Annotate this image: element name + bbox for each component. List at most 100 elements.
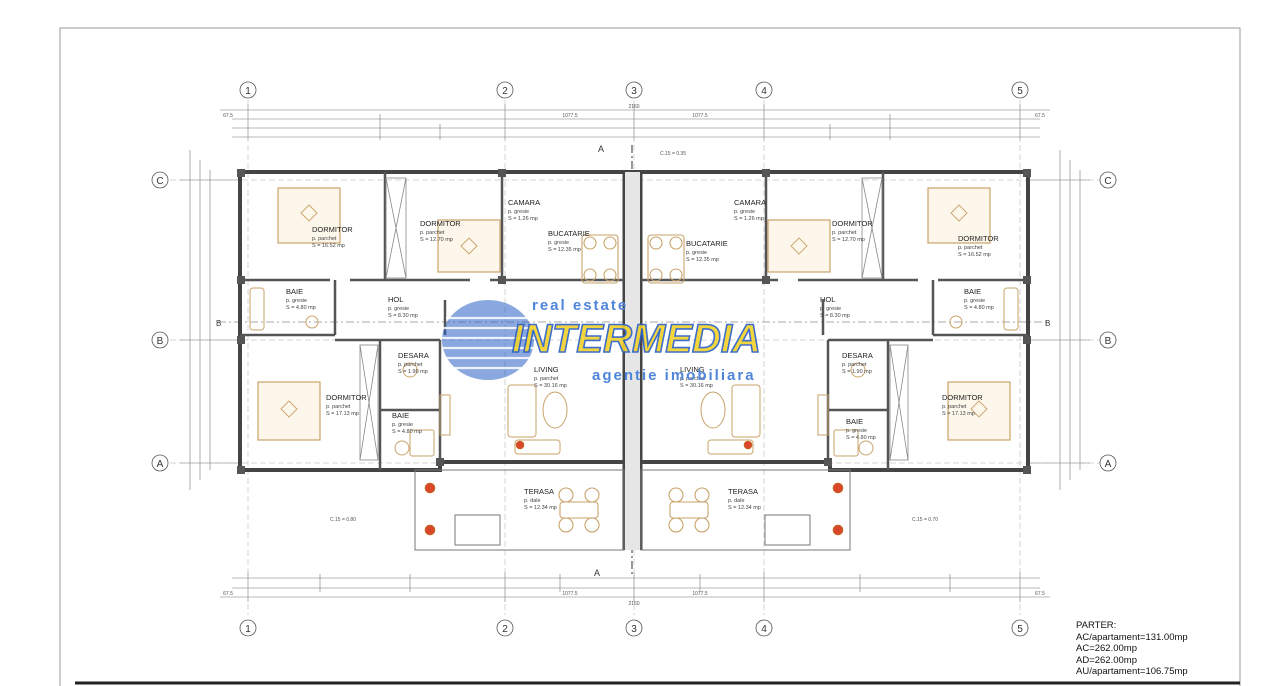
room-bucatarie-l: BUCATARIE	[548, 229, 590, 238]
party-wall-hatch	[625, 172, 640, 550]
room-dressing-r: DESARA	[842, 351, 873, 360]
room-dressing-r-sub: p. parchet	[842, 362, 867, 368]
room-baie-r-area: S = 4.80 mp	[964, 305, 994, 311]
grid-label-2-bottom: 2	[502, 624, 508, 635]
room-dormitor-tl2-sub: p. parchet	[420, 230, 445, 236]
room-dressing-l-sub: p. parchet	[398, 362, 423, 368]
grid-label-5-top: 5	[1017, 86, 1023, 97]
room-dormitor-tr2: DORMITOR	[832, 219, 873, 228]
room-terasa-l-sub: p. dale	[524, 498, 541, 504]
section-marker-bottom: A	[594, 568, 600, 578]
room-dormitor-tr: DORMITOR	[958, 234, 999, 243]
room-camara-r-area: S = 1.26 mp	[734, 216, 764, 222]
room-baie-l-sub: p. gresie	[286, 298, 307, 304]
room-hol-l-sub: p. gresie	[388, 306, 409, 312]
room-baie2-r: BAIE	[846, 417, 863, 426]
room-bucatarie-r-area: S = 12.35 mp	[686, 257, 719, 263]
dim-edge-left-top: 67.5	[223, 113, 233, 119]
room-labels: DORMITOR p. parchet S = 16.52 mp DORMITO…	[286, 198, 999, 511]
room-dormitor-br: DORMITOR	[942, 393, 983, 402]
room-baie2-r-area: S = 4.80 mp	[846, 435, 876, 441]
terrace-outline	[414, 469, 851, 551]
room-living-l-area: S = 30.16 mp	[534, 383, 567, 389]
room-hol-r-area: S = 8.30 mp	[820, 313, 850, 319]
living-furniture	[439, 384, 829, 455]
cota-right: C.15 = 0.70	[912, 517, 938, 523]
summary-title: PARTER:	[1076, 620, 1117, 631]
room-camara-l: CAMARA	[508, 198, 540, 207]
room-dormitor-bl: DORMITOR	[326, 393, 367, 402]
room-living-r: LIVING	[680, 365, 705, 374]
grid-label-3-top: 3	[631, 86, 637, 97]
sheet-border	[59, 27, 1241, 686]
dim-half-right-top: 1077.5	[692, 113, 708, 119]
watermark-real-estate: real estate	[532, 297, 628, 314]
room-terasa-r: TERASA	[728, 487, 758, 496]
room-bucatarie-r: BUCATARIE	[686, 239, 728, 248]
grid-bubbles-bottom	[239, 619, 1029, 637]
room-baie2-r-sub: p. gresie	[846, 428, 867, 434]
section-marker-b-left: B	[216, 319, 221, 328]
room-dormitor-tl2-area: S = 12.70 mp	[420, 237, 453, 243]
room-dormitor-br-sub: p. parchet	[942, 404, 967, 410]
columns	[237, 169, 1031, 474]
room-bucatarie-l-area: S = 12.35 mp	[548, 247, 581, 253]
room-baie-l-area: S = 4.80 mp	[286, 305, 316, 311]
room-dormitor-tr-sub: p. parchet	[958, 245, 983, 251]
room-baie-r-sub: p. gresie	[964, 298, 985, 304]
area-summary: PARTER: AC/apartament=131.00mp AC=262.00…	[1076, 620, 1188, 678]
section-marker-b-right: B	[1045, 319, 1050, 328]
room-dormitor-bl-area: S = 17.13 mp	[326, 411, 359, 417]
room-dressing-r-area: S = 1.90 mp	[842, 369, 872, 375]
summary-ac-apartment: AC/apartament=131.00mp	[1076, 631, 1188, 643]
room-camara-r: CAMARA	[734, 198, 766, 207]
room-dormitor-tl: DORMITOR	[312, 225, 353, 234]
beds	[257, 187, 1011, 441]
grid-label-2-top: 2	[502, 86, 508, 97]
dim-edge-left-bottom: 67.5	[223, 591, 233, 597]
dining-sets	[558, 234, 710, 533]
room-hol-r: HOL	[820, 295, 835, 304]
bathroom-fixtures	[249, 287, 1019, 457]
intermedia-watermark-logo: real estate INTERMEDIA agentie imobiliar…	[442, 297, 762, 384]
section-marker-top: A	[598, 144, 604, 154]
closets	[359, 177, 909, 461]
cota-left: C.15 = 0.80	[330, 517, 356, 523]
grid-label-a-right: A	[1105, 459, 1112, 470]
grid-label-1-top: 1	[245, 86, 251, 97]
grid-label-4-bottom: 4	[761, 624, 767, 635]
dim-half-left-bottom: 1077.5	[562, 591, 578, 597]
bottom-dimensions	[220, 572, 1050, 602]
plants	[424, 440, 844, 536]
room-terasa-l-area: S = 12.34 mp	[524, 505, 557, 511]
dim-edge-right-bottom: 67.5	[1035, 591, 1045, 597]
grid-label-3-bottom: 3	[631, 624, 637, 635]
room-baie2-l: BAIE	[392, 411, 409, 420]
room-living-l-sub: p. parchet	[534, 376, 559, 382]
room-hol-l: HOL	[388, 295, 403, 304]
room-dormitor-tl-area: S = 16.52 mp	[312, 243, 345, 249]
grid-bubbles-sides	[151, 171, 1117, 472]
room-dormitor-tr2-sub: p. parchet	[832, 230, 857, 236]
watermark-agentie: agentie imobiliara	[592, 367, 756, 384]
room-baie-l: BAIE	[286, 287, 303, 296]
room-bucatarie-l-sub: p. gresie	[548, 240, 569, 246]
grid-label-c-left: C	[156, 176, 163, 187]
room-terasa-r-sub: p. dale	[728, 498, 745, 504]
dim-total-bottom: 2160	[628, 601, 639, 607]
dim-half-right-bottom: 1077.5	[692, 591, 708, 597]
room-bucatarie-r-sub: p. gresie	[686, 250, 707, 256]
room-dressing-l-area: S = 1.90 mp	[398, 369, 428, 375]
grid-label-5-bottom: 5	[1017, 624, 1023, 635]
room-dormitor-tr2-area: S = 12.70 mp	[832, 237, 865, 243]
grid-label-b-left: B	[157, 336, 164, 347]
room-terasa-l: TERASA	[524, 487, 554, 496]
room-dormitor-tl-sub: p. parchet	[312, 236, 337, 242]
room-living-l: LIVING	[534, 365, 559, 374]
room-dormitor-tl2: DORMITOR	[420, 219, 461, 228]
grid-bubbles-top	[239, 81, 1029, 99]
room-camara-r-sub: p. gresie	[734, 209, 755, 215]
grid-label-4-top: 4	[761, 86, 767, 97]
room-hol-r-sub: p. gresie	[820, 306, 841, 312]
room-baie-r: BAIE	[964, 287, 981, 296]
